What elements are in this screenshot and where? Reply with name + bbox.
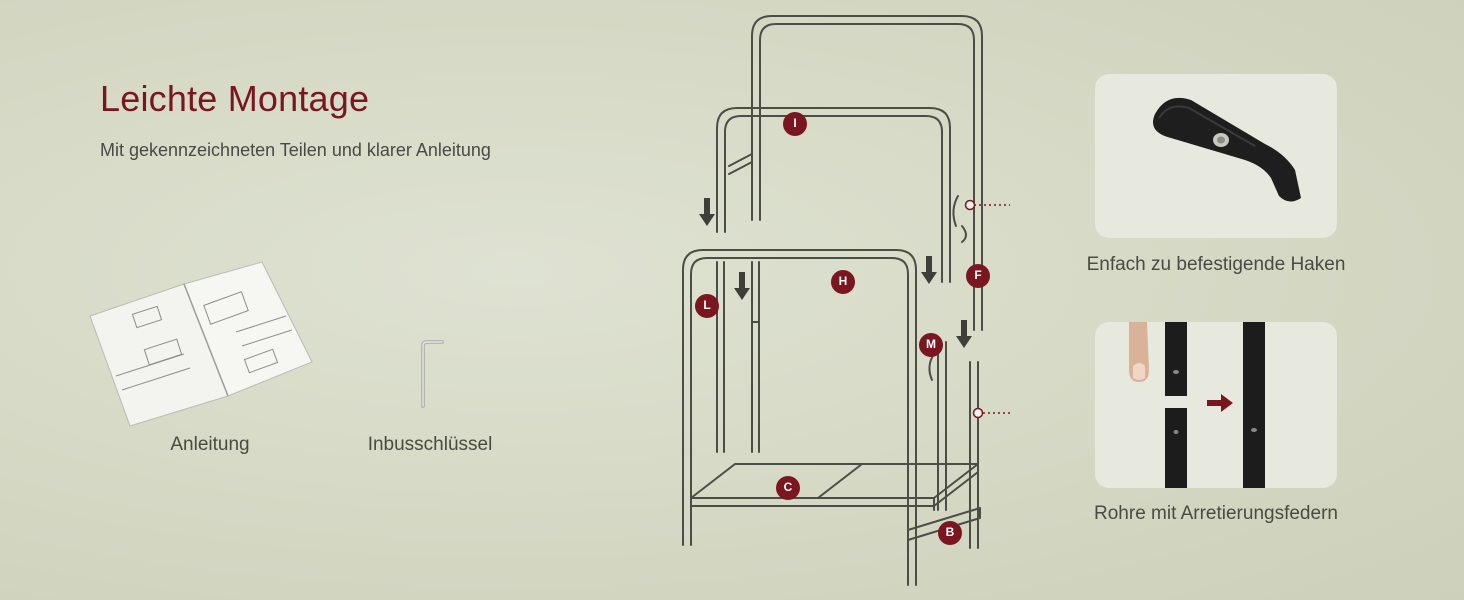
key-caption: Inbusschlüssel [367,434,493,455]
manual-icon [86,258,318,428]
part-badge-i: I [793,116,797,130]
headline: Leichte Montage [100,78,370,119]
hook-caption: Enfach zu befestigende Haken [1086,254,1346,275]
hook-icon [1153,97,1301,202]
tube-caption: Rohre mit Arretierungsfedern [1094,503,1338,524]
part-badge-b: B [945,525,955,539]
arrow-right-icon [1207,394,1233,412]
arrow-down-icon [699,198,972,348]
part-badge-h: H [838,274,848,288]
part-badge-c: C [783,480,793,494]
manual-caption: Anleitung [170,434,250,455]
part-badge-l: L [703,298,711,312]
finger-icon [1129,322,1149,382]
tube-card [1095,322,1337,488]
part-badge-m: M [926,337,936,351]
hook-card [1095,74,1337,238]
assembly-drawing [682,15,1010,586]
part-badge-f: F [974,268,982,282]
subline: Mit gekennzeichneten Teilen und klarer A… [100,140,491,160]
allen-key-icon [418,338,450,410]
